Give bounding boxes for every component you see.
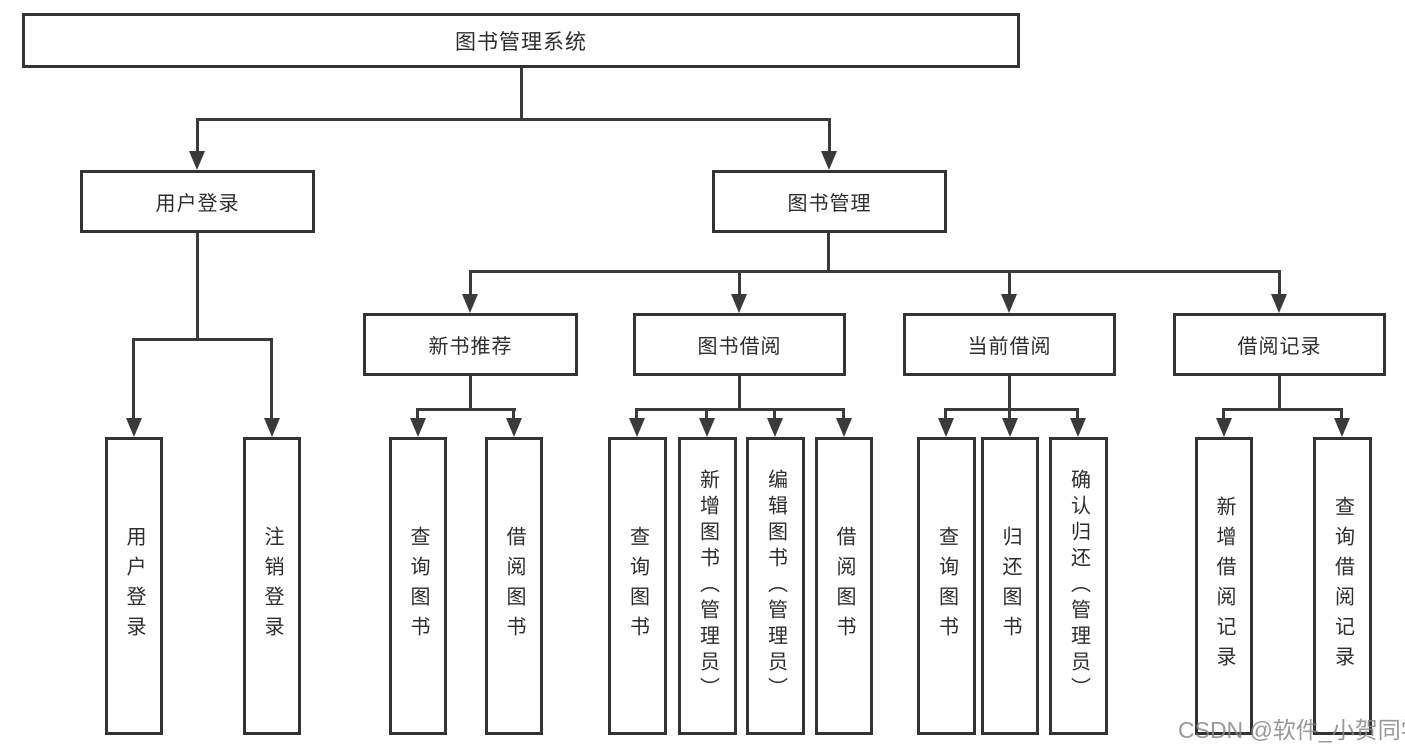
node-label: 借阅记录 xyxy=(1237,336,1322,358)
node-label: 用户登录 xyxy=(155,193,240,215)
arrow-down-icon xyxy=(189,151,205,170)
connector-line xyxy=(1278,376,1281,408)
connector-line xyxy=(1222,408,1343,411)
connector-line xyxy=(1222,408,1225,419)
connector-line xyxy=(1008,270,1011,297)
leaf-add-books-admin: 新增图书（管理员） xyxy=(678,437,737,735)
leaf-borrow-books-recommend: 借阅图书 xyxy=(485,437,543,735)
node-label: 图书管理 xyxy=(787,193,872,215)
node-label: 查询图书 xyxy=(626,526,649,646)
node-label: 查询图书 xyxy=(407,526,429,646)
node-user-login: 用户登录 xyxy=(80,170,315,233)
leaf-edit-books-admin: 编辑图书（管理员） xyxy=(746,437,805,735)
node-label: 查询图书 xyxy=(935,526,958,646)
node-label: 图书借阅 xyxy=(697,336,782,358)
node-label: 借阅图书 xyxy=(503,526,525,646)
arrow-down-icon xyxy=(126,418,142,437)
node-label: 归还图书 xyxy=(999,526,1021,646)
arrow-down-icon xyxy=(731,294,747,313)
connector-line xyxy=(270,338,273,419)
node-label: 借阅图书 xyxy=(833,526,855,646)
node-label: 确认归还（管理员） xyxy=(1067,469,1090,703)
arrow-down-icon xyxy=(1334,418,1350,437)
node-library-management-system: 图书管理系统 xyxy=(22,13,1020,68)
connector-line xyxy=(520,68,523,118)
connector-line xyxy=(944,408,1079,411)
arrow-down-icon xyxy=(1271,294,1287,313)
connector-line xyxy=(1340,408,1343,419)
leaf-logout: 注销登录 xyxy=(243,437,301,735)
connector-line xyxy=(196,233,199,338)
arrow-down-icon xyxy=(1001,294,1017,313)
node-book-management: 图书管理 xyxy=(712,170,947,233)
connector-line xyxy=(635,408,638,419)
node-label: 图书管理系统 xyxy=(455,30,587,54)
connector-line xyxy=(416,408,516,411)
arrow-down-icon xyxy=(938,418,954,437)
connector-line xyxy=(196,118,199,152)
node-label: 查询借阅记录 xyxy=(1331,496,1354,676)
node-label: 新增图书（管理员） xyxy=(696,469,719,703)
arrow-down-icon xyxy=(821,151,837,170)
connector-line xyxy=(827,233,830,270)
connector-line xyxy=(842,408,845,419)
connector-line xyxy=(1008,376,1011,408)
connector-line xyxy=(132,338,135,419)
leaf-add-borrow-record: 新增借阅记录 xyxy=(1195,437,1253,735)
connector-line xyxy=(512,408,515,419)
arrow-down-icon xyxy=(506,418,522,437)
arrow-down-icon xyxy=(1002,418,1018,437)
arrow-down-icon xyxy=(264,418,280,437)
leaf-query-books-borrowing: 查询图书 xyxy=(608,437,667,735)
arrow-down-icon xyxy=(699,418,715,437)
connector-line xyxy=(132,338,273,341)
node-label: 注销登录 xyxy=(261,526,283,646)
leaf-confirm-return-admin: 确认归还（管理员） xyxy=(1049,437,1108,735)
connector-line xyxy=(416,408,419,419)
connector-line xyxy=(705,408,708,419)
leaf-query-borrow-record: 查询借阅记录 xyxy=(1313,437,1372,735)
arrow-down-icon xyxy=(1216,418,1232,437)
connector-line xyxy=(828,118,831,152)
node-label: 新书推荐 xyxy=(428,336,513,358)
leaf-return-books: 归还图书 xyxy=(981,437,1039,735)
connector-line xyxy=(944,408,947,419)
connector-line xyxy=(196,118,831,121)
arrow-down-icon xyxy=(836,418,852,437)
leaf-query-books-recommend: 查询图书 xyxy=(389,437,447,735)
connector-line xyxy=(1076,408,1079,419)
connector-line xyxy=(469,270,1281,273)
node-new-book-recommendation: 新书推荐 xyxy=(363,313,578,376)
connector-line xyxy=(469,376,472,408)
node-borrowing-records: 借阅记录 xyxy=(1173,313,1386,376)
connector-line xyxy=(1278,270,1281,297)
connector-line xyxy=(1008,408,1011,419)
leaf-query-books-current: 查询图书 xyxy=(917,437,976,735)
arrow-down-icon xyxy=(410,418,426,437)
node-label: 编辑图书（管理员） xyxy=(764,469,787,703)
node-current-borrowing: 当前借阅 xyxy=(903,313,1116,376)
node-label: 新增借阅记录 xyxy=(1213,496,1235,676)
connector-line xyxy=(635,408,845,411)
leaf-borrow-books: 借阅图书 xyxy=(815,437,873,735)
arrow-down-icon xyxy=(767,418,783,437)
arrow-down-icon xyxy=(1070,418,1086,437)
node-label: 当前借阅 xyxy=(967,336,1052,358)
csdn-watermark: CSDN @软件_小贺同学 xyxy=(1178,717,1405,743)
leaf-user-login: 用户登录 xyxy=(105,437,163,735)
connector-line xyxy=(773,408,776,419)
arrow-down-icon xyxy=(629,418,645,437)
arrow-down-icon xyxy=(462,294,478,313)
node-book-borrowing: 图书借阅 xyxy=(633,313,846,376)
connector-line xyxy=(469,270,472,297)
node-label: 用户登录 xyxy=(123,526,145,646)
connector-line xyxy=(738,270,741,297)
connector-line xyxy=(738,376,741,408)
